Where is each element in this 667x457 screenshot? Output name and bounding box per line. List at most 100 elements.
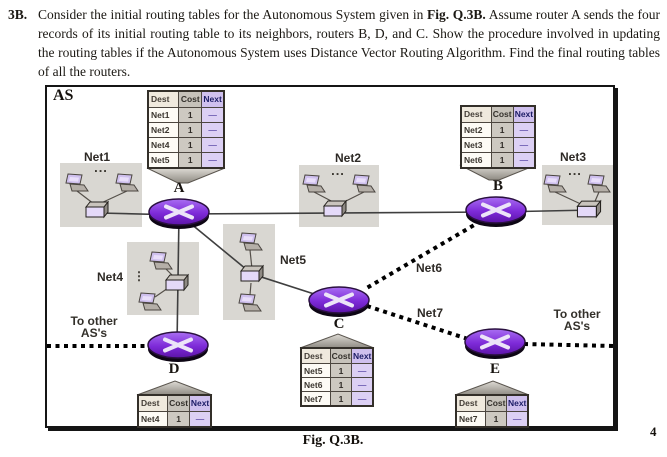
net7-label: Net7	[416, 306, 444, 320]
router-d-icon	[148, 332, 208, 362]
dotted-link-net6	[363, 219, 483, 291]
table-cell: 1	[168, 411, 191, 426]
routing-table-d: Dest Cost Next Net4 1 —	[137, 394, 212, 428]
routing-table-b: Dest Cost Next Net2 1 — Net3 1 — Net6 1 …	[460, 105, 536, 169]
col-header-next: Next	[507, 396, 527, 411]
table-cell: Net5	[149, 152, 180, 167]
col-header-next: Next	[202, 92, 223, 107]
net2-ellipsis: ...	[331, 163, 345, 178]
router-b-icon	[464, 196, 528, 228]
net6-label: Net6	[415, 261, 443, 275]
table-cell: —	[507, 411, 527, 426]
table-cell: 1	[330, 391, 353, 405]
table-roof-c	[299, 333, 375, 349]
router-c-icon	[307, 286, 371, 318]
table-cell: —	[190, 411, 210, 426]
table-cell: Net5	[302, 363, 331, 377]
net3-label: Net3	[559, 150, 587, 164]
router-e-icon	[463, 328, 527, 360]
table-cell: Net6	[462, 152, 492, 167]
table-cell: 1	[485, 411, 508, 426]
as-label: AS	[53, 87, 74, 104]
table-cell: 1	[179, 137, 203, 152]
table-cell: 1	[491, 122, 514, 137]
table-cell: 1	[179, 152, 203, 167]
table-cell: —	[352, 363, 372, 377]
question-text-after: Assume router A sends the four records o…	[38, 7, 660, 79]
col-header-cost: Cost	[485, 396, 508, 411]
net1-label: Net1	[83, 150, 111, 164]
router-c-label: C	[333, 316, 345, 332]
dotted-link-right-other-as	[523, 342, 613, 348]
to-other-line1: To other	[553, 307, 601, 321]
col-header-cost: Cost	[179, 92, 203, 107]
table-cell: Net1	[149, 107, 180, 122]
router-a-icon	[147, 198, 211, 230]
routing-table-e: Dest Cost Next Net7 1 —	[455, 394, 529, 428]
table-cell: —	[513, 152, 534, 167]
net4-vertical-ellipsis: ⋮	[133, 269, 145, 283]
routing-table-a: Dest Cost Next Net1 1 — Net2 1 — Net4 1 …	[147, 90, 225, 169]
table-cell: —	[352, 391, 372, 405]
router-d-label: D	[168, 361, 180, 377]
figure-reference: Fig. Q.3B.	[427, 7, 486, 22]
table-cell: —	[202, 122, 223, 137]
net4-switch-icon	[165, 274, 189, 291]
page-number: 4	[650, 424, 657, 439]
dotted-link-net7	[366, 304, 472, 342]
col-header-dest: Dest	[302, 349, 331, 363]
question-text: Consider the initial routing tables for …	[38, 5, 660, 81]
table-roof-e	[454, 380, 530, 396]
col-header-next: Next	[190, 396, 210, 411]
table-cell: Net3	[462, 137, 492, 152]
col-header-cost: Cost	[491, 107, 514, 122]
table-cell: Net2	[149, 122, 180, 137]
table-cell: Net7	[302, 391, 331, 405]
question-number: 3B.	[8, 7, 28, 22]
network-diagram-canvas	[47, 163, 613, 396]
table-cell: —	[202, 152, 223, 167]
to-other-as-left-label: To other AS's	[70, 315, 117, 339]
router-a-label: A	[173, 180, 185, 196]
to-other-line2: AS's	[80, 326, 108, 340]
figure-caption: Fig. Q.3B.	[302, 433, 364, 448]
net2-switch-icon	[323, 200, 347, 217]
col-header-dest: Dest	[139, 396, 169, 411]
table-cell: 1	[330, 377, 353, 391]
net3-switch-icon	[576, 200, 602, 218]
question-text-before: Consider the initial routing tables for …	[38, 7, 427, 22]
col-header-dest: Dest	[149, 92, 180, 107]
table-cell: 1	[491, 137, 514, 152]
net5-label: Net5	[279, 253, 307, 267]
to-other-line1: To other	[70, 314, 118, 328]
col-header-dest: Dest	[457, 396, 486, 411]
table-cell: 1	[179, 107, 203, 122]
question-block: 3B. Consider the initial routing tables …	[8, 5, 660, 81]
table-cell: —	[202, 137, 223, 152]
net5-switch-icon	[240, 265, 264, 282]
net1-switch-icon	[85, 201, 109, 218]
col-header-next: Next	[513, 107, 534, 122]
table-cell: Net6	[302, 377, 331, 391]
col-header-cost: Cost	[168, 396, 191, 411]
table-cell: Net4	[139, 411, 169, 426]
to-other-as-right-label: To other AS's	[553, 308, 600, 332]
col-header-dest: Dest	[462, 107, 492, 122]
table-funnel-a	[146, 167, 226, 184]
routing-table-c: Dest Cost Next Net5 1 — Net6 1 — Net7 1 …	[300, 347, 374, 407]
table-cell: Net2	[462, 122, 492, 137]
table-cell: —	[202, 107, 223, 122]
table-cell: 1	[179, 122, 203, 137]
net1-ellipsis: ...	[94, 160, 108, 175]
table-roof-d	[136, 380, 213, 396]
table-cell: 1	[491, 152, 514, 167]
table-cell: —	[352, 377, 372, 391]
col-header-cost: Cost	[330, 349, 353, 363]
table-cell: —	[513, 137, 534, 152]
router-e-label: E	[489, 361, 501, 377]
to-other-line2: AS's	[563, 319, 591, 333]
as-diagram-box: AS Net1 Net2 Net3 Net4 Net5 Net6 Net7 ..…	[45, 85, 615, 428]
table-cell: Net4	[149, 137, 180, 152]
net4-label: Net4	[96, 270, 124, 284]
